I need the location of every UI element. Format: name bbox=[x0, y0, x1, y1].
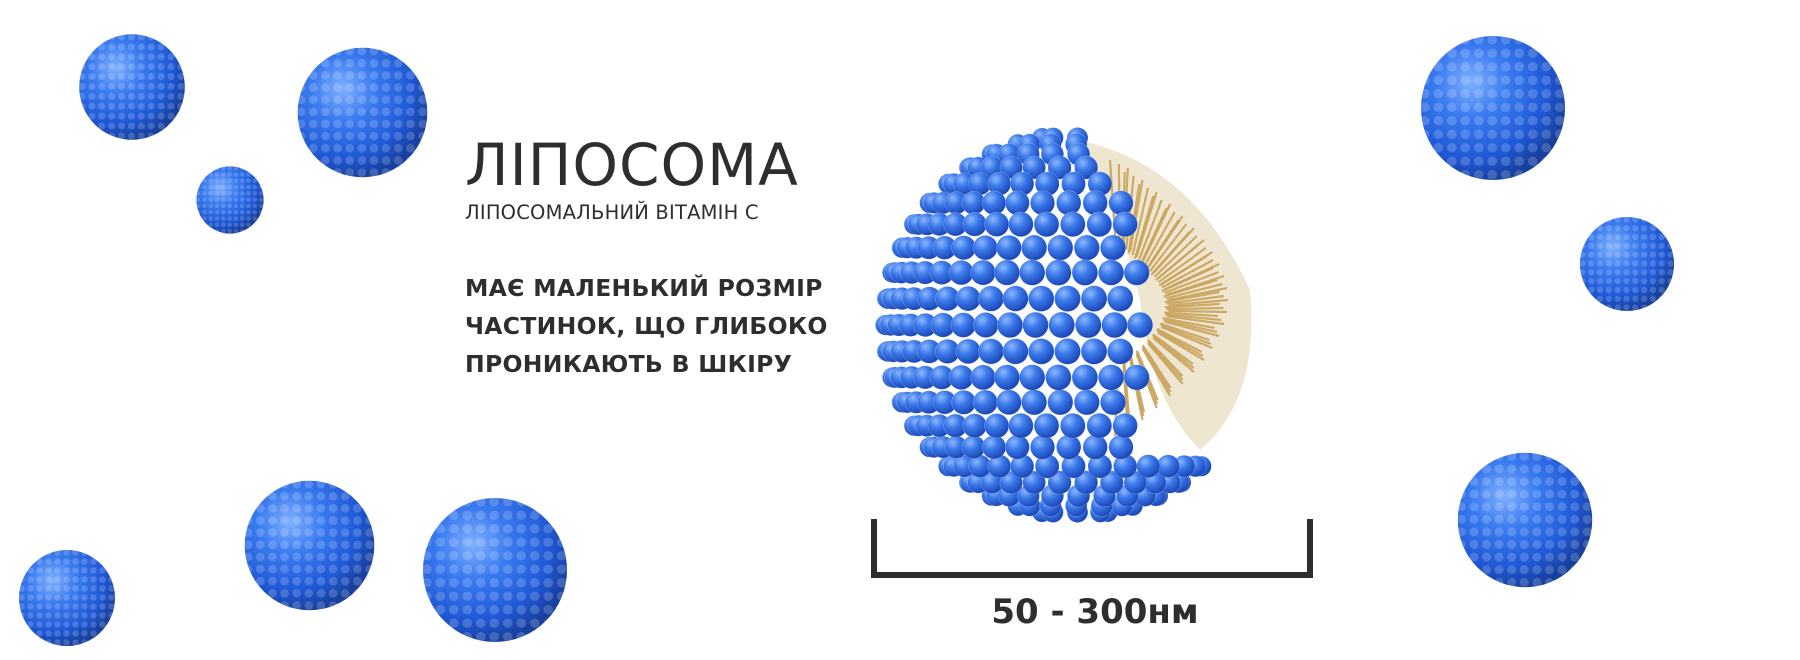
decorative-sphere bbox=[1578, 215, 1676, 313]
description-line: МАЄ МАЛЕНЬКИЙ РОЗМІР bbox=[465, 274, 823, 302]
decorative-sphere bbox=[77, 32, 187, 142]
description-line: ПРОНИКАЮТЬ В ШКІРУ bbox=[465, 350, 793, 378]
decorative-sphere bbox=[17, 548, 117, 648]
decorative-sphere bbox=[242, 478, 377, 613]
liposome-sphere-icon bbox=[860, 100, 1300, 540]
description-line: ЧАСТИНОК, ЩО ГЛИБОКО bbox=[465, 312, 828, 340]
decorative-sphere bbox=[420, 495, 570, 645]
decorative-sphere bbox=[1418, 33, 1568, 183]
size-label: 50 - 300нм bbox=[991, 592, 1199, 632]
info-text-block: ЛІПОСОМА ЛІПОСОМАЛЬНИЙ ВІТАМІН С МАЄ МАЛ… bbox=[465, 133, 845, 383]
scale-bracket-icon bbox=[870, 517, 1314, 579]
decorative-sphere bbox=[195, 165, 265, 235]
page-subtitle: ЛІПОСОМАЛЬНИЙ ВІТАМІН С bbox=[465, 201, 759, 224]
page-title: ЛІПОСОМА bbox=[465, 131, 799, 199]
description: МАЄ МАЛЕНЬКИЙ РОЗМІР ЧАСТИНОК, ЩО ГЛИБОК… bbox=[465, 269, 845, 383]
decorative-sphere bbox=[295, 45, 430, 180]
decorative-sphere bbox=[1455, 450, 1595, 590]
